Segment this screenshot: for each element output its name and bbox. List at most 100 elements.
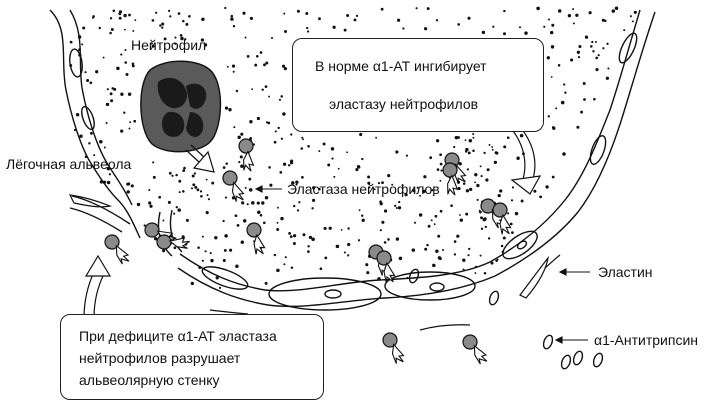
antitrypsin-dot: [480, 216, 483, 219]
antitrypsin-dot: [280, 217, 283, 220]
antitrypsin-dot: [440, 210, 443, 213]
antitrypsin-dot: [511, 231, 514, 234]
antitrypsin-dot: [477, 199, 479, 201]
antitrypsin-dot: [555, 107, 557, 109]
antitrypsin-dot: [306, 27, 308, 29]
antitrypsin-dot: [171, 175, 173, 177]
antitrypsin-dot: [225, 197, 227, 199]
antitrypsin-dot: [606, 43, 608, 45]
antitrypsin-dot: [111, 28, 114, 31]
antitrypsin-dot: [589, 11, 592, 14]
antitrypsin-dot: [472, 137, 474, 139]
antitrypsin-dot: [432, 264, 436, 268]
antitrypsin-dot: [293, 234, 296, 237]
antitrypsin-dot: [487, 168, 490, 171]
antitrypsin-dot: [245, 187, 247, 189]
antitrypsin-dot: [285, 256, 287, 258]
antitrypsin-dot: [592, 50, 594, 52]
antitrypsin-dot: [485, 178, 488, 181]
antitrypsin-label: α1-Антитрипсин: [594, 333, 698, 347]
antitrypsin-dot: [311, 238, 315, 242]
antitrypsin-dot: [543, 26, 545, 28]
antitrypsin-dot: [179, 191, 181, 193]
antitrypsin-dot: [455, 136, 459, 140]
antitrypsin-dot: [200, 195, 203, 198]
antitrypsin-dot: [254, 64, 257, 67]
antitrypsin-dot: [149, 205, 152, 208]
antitrypsin-dot: [208, 198, 210, 200]
antitrypsin-dot: [113, 10, 116, 13]
antitrypsin-dot: [293, 205, 295, 207]
antitrypsin-dot: [419, 213, 422, 216]
antitrypsin-dot: [547, 56, 550, 59]
antitrypsin-dot: [106, 103, 109, 106]
antitrypsin-dot: [495, 260, 498, 263]
antitrypsin-dot: [466, 189, 469, 192]
antitrypsin-dot: [333, 176, 335, 178]
antitrypsin-dot: [277, 222, 279, 224]
antitrypsin-dot: [520, 134, 524, 138]
antitrypsin-dot: [212, 182, 214, 184]
antitrypsin-dot: [320, 267, 323, 270]
antitrypsin-dot: [606, 77, 609, 80]
antitrypsin-dot: [169, 15, 171, 17]
antitrypsin-dot: [536, 7, 540, 11]
antitrypsin-dot: [290, 133, 292, 135]
antitrypsin-dot: [120, 93, 123, 96]
antitrypsin-dot: [237, 224, 240, 227]
antitrypsin-dot: [381, 8, 384, 11]
antitrypsin-dot: [214, 236, 217, 239]
antitrypsin-dot: [148, 201, 151, 204]
antitrypsin-dot: [251, 201, 255, 205]
antitrypsin-dot: [398, 201, 400, 203]
antitrypsin-dot: [206, 179, 208, 181]
antitrypsin-dot: [387, 238, 390, 241]
antitrypsin-dot: [346, 14, 349, 17]
antitrypsin-dot: [595, 57, 598, 60]
antitrypsin-dot: [573, 22, 575, 24]
antitrypsin-dot: [70, 41, 73, 44]
antitrypsin-dot: [257, 202, 260, 205]
antitrypsin-dot: [480, 165, 482, 167]
elastase-molecule: [228, 136, 266, 174]
antitrypsin-dot: [564, 92, 566, 94]
antitrypsin-dot: [228, 108, 231, 111]
antitrypsin-dot: [301, 137, 303, 139]
antitrypsin-dot: [365, 263, 368, 266]
antitrypsin-dot: [129, 121, 131, 123]
antitrypsin-dot: [533, 190, 536, 193]
antitrypsin-dot: [591, 41, 593, 43]
antitrypsin-dot: [437, 168, 440, 171]
antitrypsin-dot: [257, 211, 261, 215]
antitrypsin-dot: [123, 112, 125, 114]
antitrypsin-dot: [578, 56, 580, 58]
antitrypsin-dot: [347, 227, 349, 229]
antitrypsin-dot: [462, 258, 465, 261]
antitrypsin-dot: [116, 67, 120, 71]
antitrypsin-dot: [233, 25, 235, 27]
antitrypsin-dot: [109, 173, 111, 175]
antitrypsin-dot: [459, 214, 461, 216]
antitrypsin-dot: [182, 169, 185, 172]
antitrypsin-dot: [232, 65, 235, 68]
antitrypsin-dot: [361, 158, 363, 160]
antitrypsin-dot: [247, 55, 250, 58]
antitrypsin-dot: [127, 190, 130, 193]
antitrypsin-dot: [598, 54, 600, 56]
antitrypsin-dot: [416, 7, 418, 9]
antitrypsin-dot: [492, 26, 494, 28]
antitrypsin-dot: [124, 61, 127, 64]
antitrypsin-dot: [110, 99, 113, 102]
antitrypsin-dot: [200, 190, 202, 192]
antitrypsin-dot: [223, 166, 226, 169]
antitrypsin-dot: [188, 15, 191, 18]
antitrypsin-dot: [359, 133, 362, 136]
antitrypsin-dot: [89, 81, 92, 84]
antitrypsin-dot: [168, 201, 171, 204]
antitrypsin-dot: [380, 229, 382, 231]
antitrypsin-dot: [397, 19, 400, 22]
antitrypsin-dot: [358, 239, 360, 241]
antitrypsin-dot: [545, 185, 548, 188]
antitrypsin-dot: [344, 29, 347, 32]
antitrypsin-dot: [572, 8, 574, 10]
